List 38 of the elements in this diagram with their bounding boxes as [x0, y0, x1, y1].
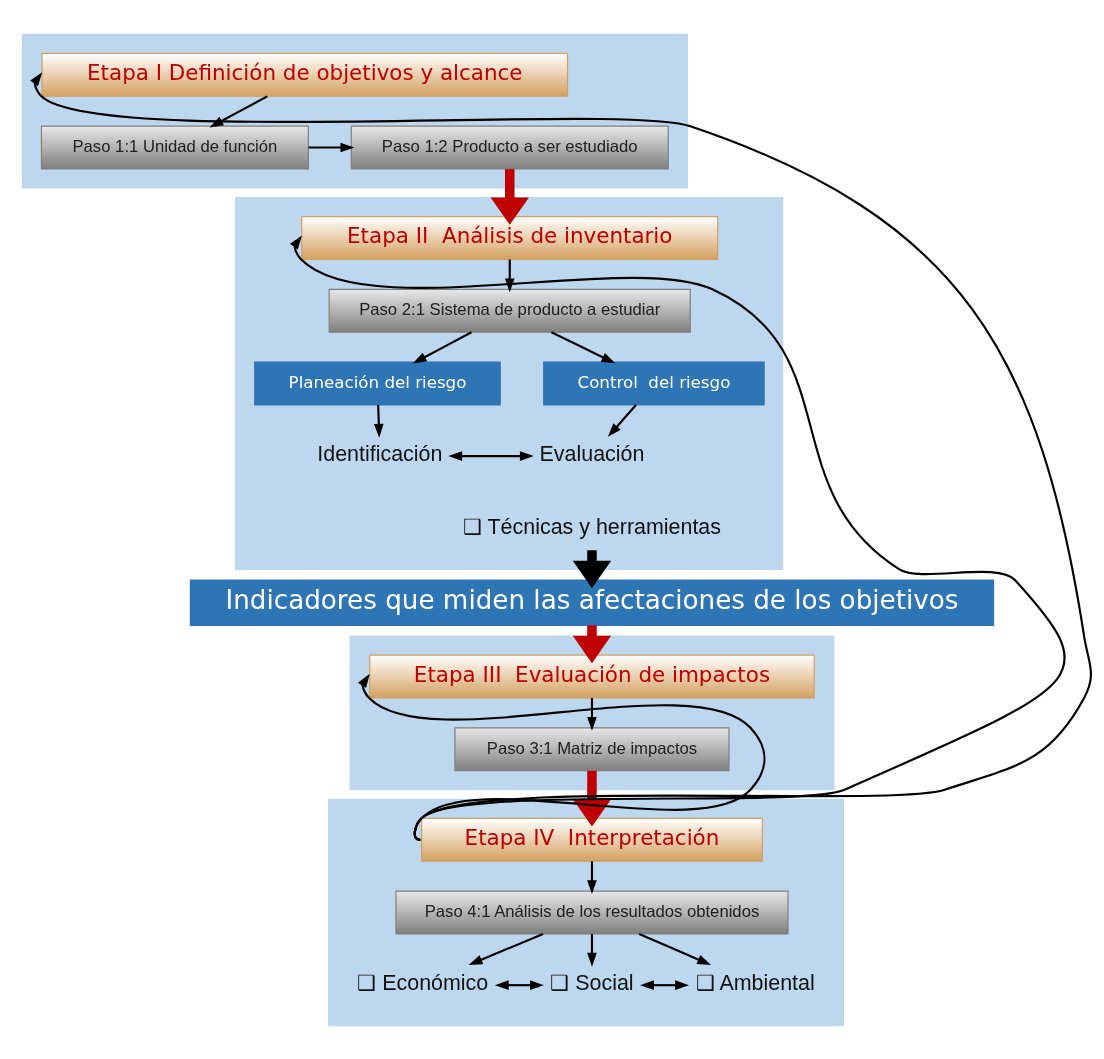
arrow	[289, 234, 1066, 840]
node-text: ❑ Técnicas y herramientas	[462, 514, 722, 539]
node-text: Evaluación	[539, 441, 645, 466]
arrow	[551, 330, 616, 363]
node-box: Etapa III Evaluación de impactos	[369, 654, 815, 699]
node-box: Etapa II Análisis de inventario	[301, 215, 719, 260]
node-box: Paso 1:1 Unidad de función	[40, 124, 309, 170]
node-box: Indicadores que miden las afectaciones de los objetivos	[189, 578, 995, 626]
node-text: Identificación	[317, 441, 443, 466]
arrow	[587, 933, 597, 967]
arrow	[30, 71, 1092, 840]
node-box: Paso 4:1 Análisis de los resultados obtenidos	[395, 889, 789, 935]
node-box: Planeación del riesgo	[254, 360, 501, 405]
arrow	[308, 142, 355, 152]
arrow	[504, 259, 515, 292]
arrow	[572, 770, 612, 827]
node-box: Etapa IV Interpretación	[420, 817, 763, 862]
cluster	[21, 33, 688, 189]
node-box: Paso 1:2 Producto a ser estudiado	[350, 124, 669, 170]
arrow	[587, 860, 597, 894]
arrow	[412, 330, 472, 363]
node-box: Paso 3:1 Matriz de impactos	[454, 726, 730, 771]
arrow	[638, 932, 712, 965]
node-text: ❑ Económico	[357, 970, 489, 995]
arrow	[358, 673, 766, 841]
node-text: ❑ Social	[550, 970, 634, 995]
arrow	[494, 979, 544, 990]
node-box: Control del riesgo	[543, 360, 765, 405]
arrow	[373, 404, 384, 438]
arrow	[607, 403, 637, 437]
arrow	[448, 450, 534, 461]
arrow	[640, 979, 689, 990]
node-text: ❑ Ambiental	[695, 970, 815, 995]
arrow	[468, 932, 544, 965]
arrow	[490, 168, 529, 225]
node-box: Etapa I Definición de objetivos y alcance	[41, 52, 569, 97]
arrow	[587, 697, 597, 731]
node-box: Paso 2:1 Sistema de producto a estudiar	[328, 288, 691, 333]
